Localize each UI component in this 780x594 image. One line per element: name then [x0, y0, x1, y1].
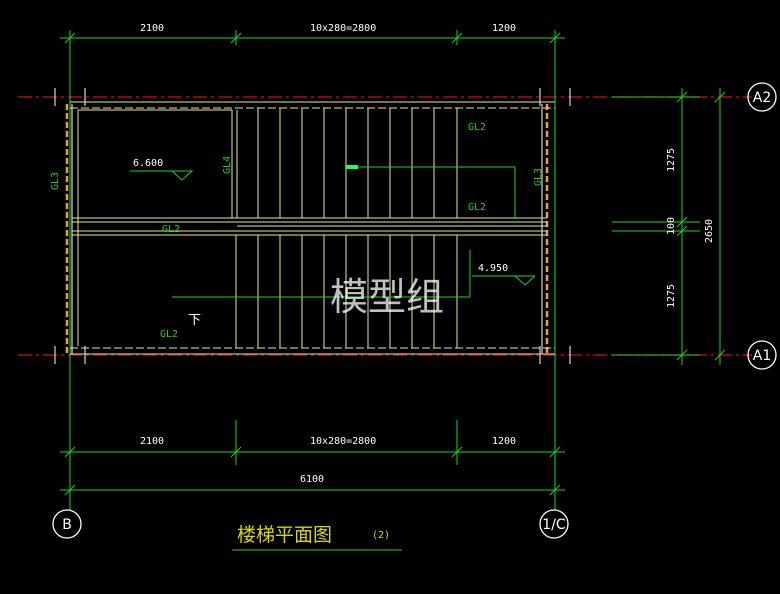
walls: [65, 104, 549, 354]
dim-top-mid: 10x280=2800: [310, 23, 376, 34]
elevation-lower: 4.950: [478, 263, 508, 274]
dim-right-total: 2650: [704, 219, 715, 243]
dim-bottom-mid: 10x280=2800: [310, 436, 376, 447]
beam-label-gl3-left: GL3: [50, 172, 61, 190]
beam-label-gl4: GL4: [222, 156, 233, 174]
dim-bottom: [60, 446, 565, 496]
dim-right-mid: 100: [666, 217, 677, 235]
dim-top: [60, 32, 565, 44]
axis-label-a2: A2: [753, 90, 771, 106]
axis-bubble-c: 1/C: [539, 509, 569, 539]
axis-label-c: 1/C: [542, 517, 566, 533]
beams: [70, 101, 555, 355]
down-mark: 下: [188, 313, 201, 328]
beam-label-gl2-bottom: GL2: [160, 329, 178, 340]
dim-right: [612, 88, 726, 365]
dim-bottom-right: 1200: [492, 436, 516, 447]
dim-top-left: 2100: [140, 23, 164, 34]
stair-treads-upper: [257, 108, 458, 218]
axis-bubble-a1: A1: [747, 340, 777, 370]
axis-bubble-b: B: [52, 509, 82, 539]
stair-direction-arrow: [346, 165, 358, 169]
dim-right-upper: 1275: [666, 148, 677, 172]
axis-bubble-a2: A2: [747, 82, 777, 112]
elevation-upper: 6.600: [133, 158, 163, 169]
beam-label-gl2-mid: GL2: [468, 202, 486, 213]
dim-bottom-left: 2100: [140, 436, 164, 447]
beam-label-gl2-top: GL2: [468, 122, 486, 133]
axis-label-a1: A1: [753, 348, 771, 364]
dim-total: 6100: [300, 474, 324, 485]
dim-top-right: 1200: [492, 23, 516, 34]
wall-edges: [71, 104, 543, 354]
drawing-title: 楼梯平面图: [237, 524, 332, 546]
column-stubs: [54, 88, 571, 364]
dim-right-lower: 1275: [666, 284, 677, 308]
annotation-lines: [130, 166, 536, 298]
watermark: 模型组: [330, 275, 444, 319]
drawing-scale: (2): [372, 530, 390, 541]
beam-label-gl3-right: GL3: [533, 168, 544, 186]
beam-label-gl2-landing: GL2: [162, 224, 180, 235]
axis-label-b: B: [62, 517, 72, 533]
stair-treads-lower: [235, 235, 458, 348]
